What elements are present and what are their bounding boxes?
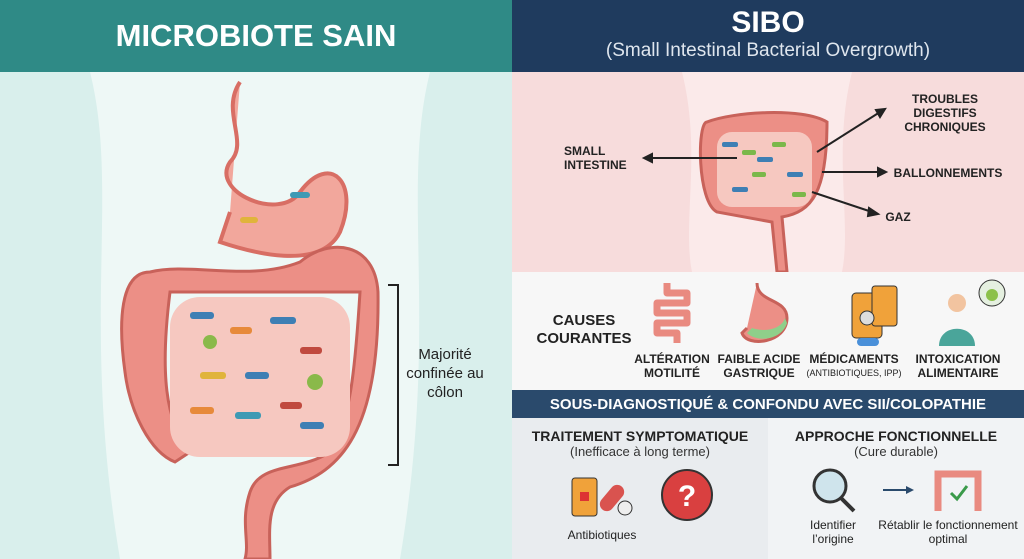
underdiagnosed-banner: SOUS-DIAGNOSTIQUÉ & CONFONDU AVEC SII/CO… [512,390,1024,418]
sibo-panel: SIBO (Small Intestinal Bacterial Overgro… [512,0,1024,559]
small-intestine-label: SMALL INTESTINE [564,144,627,172]
bacteria-icons [190,192,324,429]
treatment-subtitle: (Inefficace à long terme) [570,444,710,459]
food-poisoning-icon [939,279,1006,346]
cause-medication: MÉDICAMENTS [809,352,899,366]
functional-approach-panel: APPROCHE FONCTIONNELLE (Cure durable) Id… [768,418,1024,559]
sibo-subtitle: (Small Intestinal Bacterial Overgrowth) [605,40,931,61]
magnifier-icon [812,468,856,513]
troubles-label: TROUBLES DIGESTIFS CHRONIQUES [904,92,986,134]
ballonnements-label: BALLONNEMENTS [893,166,1003,180]
question-icon: ? [661,469,713,521]
healthy-gut-illustration [90,72,430,559]
cause-medication-note: (ANTIBIOTIQUES, IPP) [806,368,902,378]
healthy-colon-check-icon [934,470,982,511]
causes-title: CAUSES COURANTES [536,312,632,347]
identify-origin: Identifier l’origine [809,518,857,546]
cause-low-acid: FAIBLE ACIDE GASTRIQUE [717,352,801,380]
healthy-microbiota-panel: Majorité confinée au côlon MICROBIOTE SA… [0,0,512,559]
causes-icons [653,279,1006,346]
cause-motility: ALTÉRATION MOTILITÉ [634,352,710,380]
functional-subtitle: (Cure durable) [854,444,938,459]
bracket [388,284,399,466]
sibo-title: SIBO [731,6,805,39]
common-causes: CAUSES COURANTES ALTÉRATION MOTILITÉ FAI… [512,272,1024,390]
intestine-icon [653,283,691,343]
cause-food-poisoning: INTOXICATION ALIMENTAIRE [915,352,1001,380]
stomach-icon [740,282,789,343]
healthy-title: MICROBIOTE SAIN [0,0,512,72]
colon-annotation: Majorité confinée au côlon [406,346,484,401]
gaz-label: GAZ [885,210,911,224]
sibo-header: SIBO (Small Intestinal Bacterial Overgro… [512,0,1024,72]
restore-function: Rétablir le fonctionnement optimal [878,518,1018,546]
pills-icon [571,477,633,517]
medication-icon [851,285,898,346]
svg-text:?: ? [678,480,696,513]
antibiotics-caption: Antibiotiques [567,528,637,542]
functional-title: APPROCHE FONCTIONNELLE [794,428,998,444]
treatment-title: TRAITEMENT SYMPTOMATIQUE [531,428,749,444]
symptomatic-treatment-panel: TRAITEMENT SYMPTOMATIQUE (Inefficace à l… [512,418,768,559]
arrow-icon [883,486,914,494]
sibo-illustration: SMALL INTESTINE TROUBLES DIGESTIFS CHRON… [512,72,1024,272]
